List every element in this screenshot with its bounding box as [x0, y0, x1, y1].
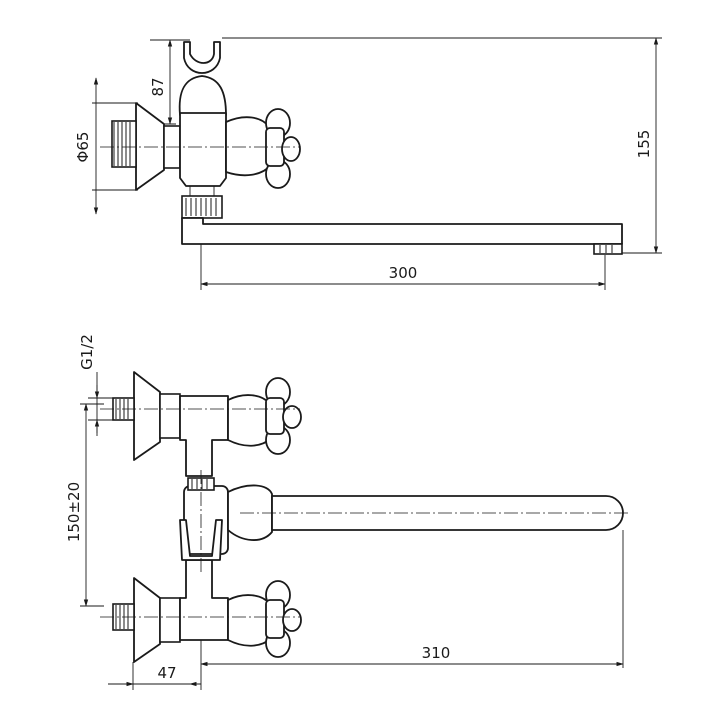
upper-elbow — [179, 395, 229, 477]
shower-holder-clip — [179, 519, 223, 561]
threaded-inlet — [111, 120, 137, 168]
dim-label-diameter: Φ65 — [74, 132, 92, 163]
wall-flange — [135, 102, 165, 191]
dim-label-holder-height: 87 — [149, 77, 167, 96]
cross-handle-side — [265, 108, 301, 189]
lower-elbow — [179, 559, 229, 641]
dim-label-spout-length: 310 — [422, 644, 451, 662]
dim-label-center-distance: 150±20 — [65, 482, 83, 542]
thread-hatching — [113, 122, 131, 166]
lower-flange — [133, 577, 161, 663]
spout-side — [181, 217, 623, 245]
top-view: G1/2 150±20 47 310 — [65, 334, 630, 690]
aerator — [593, 243, 623, 255]
dim-label-spout-reach: 300 — [389, 264, 418, 282]
dim-label-total-height: 155 — [635, 130, 653, 159]
lower-nut — [159, 597, 181, 643]
mixer-body — [179, 112, 227, 187]
extension-lines-top — [80, 397, 624, 690]
dim-label-thread: G1/2 — [78, 334, 96, 370]
dim-label-offset: 47 — [157, 664, 176, 682]
upper-cross-handle — [265, 377, 302, 455]
shower-holder-bracket — [183, 41, 221, 74]
diverter-dome — [178, 75, 227, 116]
lower-cross-handle — [265, 580, 302, 658]
side-view: Φ65 87 155 300 — [74, 37, 662, 290]
swivel-knurl — [185, 198, 217, 216]
upper-flange — [133, 371, 161, 461]
upper-nut — [159, 393, 181, 439]
